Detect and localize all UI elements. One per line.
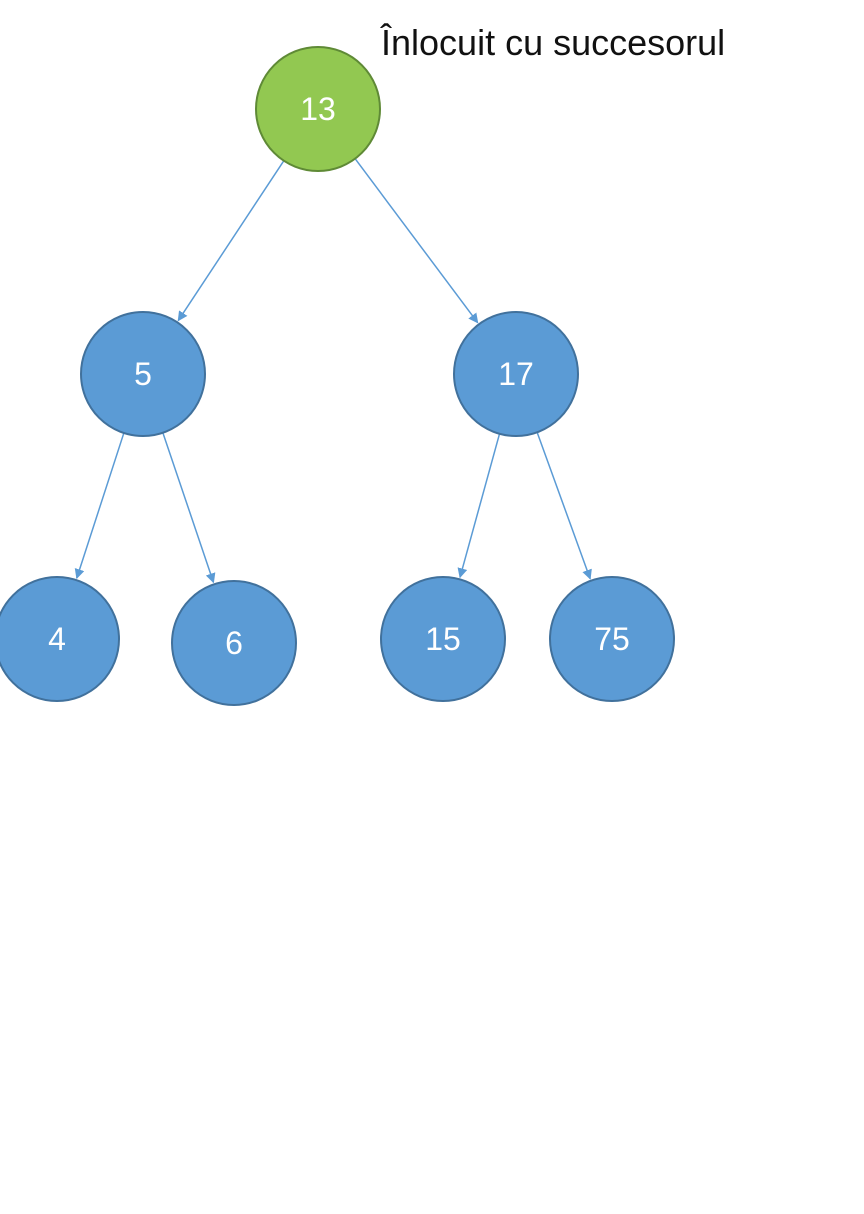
edge-17-to-15 bbox=[457, 431, 501, 579]
tree-node-6: 6 bbox=[171, 580, 297, 706]
node-circle bbox=[80, 311, 206, 437]
tree-edges bbox=[74, 156, 592, 584]
tree-node-75: 75 bbox=[549, 576, 675, 702]
node-circle bbox=[453, 311, 579, 437]
tree-node-5: 5 bbox=[80, 311, 206, 437]
node-label: 6 bbox=[225, 625, 243, 661]
node-label: 4 bbox=[48, 621, 66, 657]
tree-node-13: 13 bbox=[255, 46, 381, 172]
edge-17-to-75 bbox=[535, 430, 592, 580]
node-circle bbox=[171, 580, 297, 706]
node-label: 5 bbox=[134, 356, 152, 392]
node-circle bbox=[380, 576, 506, 702]
tree-node-17: 17 bbox=[453, 311, 579, 437]
node-circle bbox=[549, 576, 675, 702]
tree-node-4: 4 bbox=[0, 576, 120, 702]
node-label: 75 bbox=[594, 621, 630, 657]
node-label: 13 bbox=[300, 91, 336, 127]
node-circle bbox=[0, 576, 120, 702]
edge-13-to-5 bbox=[177, 158, 286, 322]
edge-13-to-17 bbox=[353, 156, 479, 324]
edge-5-to-6 bbox=[161, 430, 216, 584]
tree-nodes: 13 5 17 4 6 15 75 bbox=[0, 46, 675, 706]
node-label: 15 bbox=[425, 621, 461, 657]
edge-5-to-4 bbox=[74, 430, 126, 580]
node-label: 17 bbox=[498, 356, 534, 392]
tree-node-15: 15 bbox=[380, 576, 506, 702]
annotation-text: Înlocuit cu succesorul bbox=[381, 22, 726, 63]
highlighted-node-circle bbox=[255, 46, 381, 172]
